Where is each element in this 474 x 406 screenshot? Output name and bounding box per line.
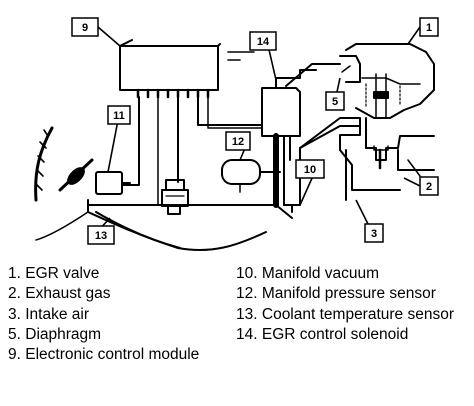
callout-13-box [87, 225, 115, 245]
legend-left: 1. EGR valve 2. Exhaust gas 3. Intake ai… [8, 264, 230, 365]
legend-text: Coolant temperature sensor [261, 305, 455, 323]
egr-passages [299, 117, 435, 201]
legend-item: 2. Exhaust gas [8, 284, 230, 304]
throttle-body [58, 158, 131, 195]
callout-10-box [295, 159, 325, 179]
legend-text: Electronic control module [25, 346, 200, 364]
legend-right: 10. Manifold vacuum 12. Manifold pressur… [236, 264, 472, 345]
legend-number: 5. [8, 325, 21, 343]
legend-number: 2. [8, 285, 21, 303]
legend-number: 9. [8, 346, 21, 364]
egr-valve [339, 43, 435, 119]
callout-9-box [71, 17, 99, 37]
legend-item: 5. Diaphragm [8, 325, 230, 345]
callout-1: 1 [426, 22, 432, 34]
legend-number: 13. [236, 305, 258, 323]
egr-system-diagram: 9 1 14 5 11 12 10 2 13 3 [34, 17, 439, 251]
callout-2-box [419, 176, 439, 196]
callout-3-box [364, 223, 384, 243]
legend-item: 3. Intake air [8, 305, 230, 325]
legend-item: 13. Coolant temperature sensor [236, 305, 472, 325]
callout-9: 9 [82, 22, 88, 34]
callout-11-box [107, 105, 131, 125]
callout-13: 13 [95, 230, 107, 242]
legend-item: 10. Manifold vacuum [236, 264, 472, 284]
callout-14-box [249, 31, 277, 51]
callout-2: 2 [426, 181, 432, 193]
callout-14: 14 [257, 36, 270, 48]
legend-number: 3. [8, 305, 21, 323]
leader-lines [95, 26, 421, 234]
callout-5: 5 [332, 96, 338, 108]
callout-12-box [225, 131, 251, 151]
manifold-pressure-sensor [221, 159, 281, 193]
legend-item: 1. EGR valve [8, 264, 230, 284]
legend-text: EGR control solenoid [261, 325, 409, 343]
legend-text: Diaphragm [25, 325, 102, 343]
callout-3: 3 [371, 228, 377, 240]
legend-number: 1. [8, 265, 21, 282]
legend-number: 12. [236, 285, 258, 303]
ecm-module [119, 39, 263, 206]
legend-text: Manifold vacuum [261, 265, 380, 282]
coolant-temp-sensor [161, 179, 189, 215]
legend-item: 14. EGR control solenoid [236, 325, 472, 345]
callout-1-box [419, 17, 439, 37]
legend-number: 14. [236, 325, 258, 343]
callout-11: 11 [113, 110, 125, 122]
legend-text: EGR valve [25, 265, 100, 282]
callout-12: 12 [232, 136, 244, 148]
callout-5-box [325, 91, 345, 111]
legend-text: Manifold pressure sensor [261, 285, 436, 303]
legend-text: Intake air [25, 305, 90, 323]
legend-number: 10. [236, 265, 258, 282]
egr-control-solenoid [261, 63, 341, 161]
legend-item: 12. Manifold pressure sensor [236, 284, 472, 304]
legend-item: 9. Electronic control module [8, 345, 230, 365]
callout-10: 10 [304, 164, 316, 176]
legend-text: Exhaust gas [25, 285, 111, 303]
